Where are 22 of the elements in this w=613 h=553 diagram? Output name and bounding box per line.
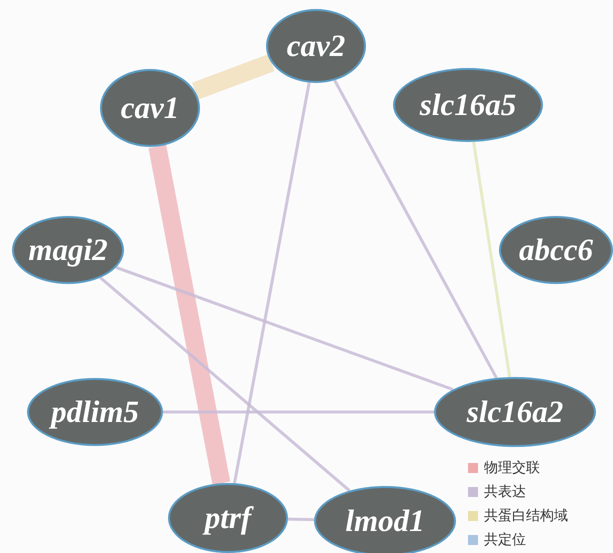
gene-label: cav2 [286, 28, 346, 64]
connector-line [288, 518, 314, 522]
connector-line [116, 266, 454, 391]
legend-label: 共定位 [484, 531, 526, 549]
gene-label: pdlim5 [51, 394, 139, 430]
gene-label: slc16a2 [466, 394, 564, 430]
connector-line [99, 276, 350, 492]
connector-line [148, 144, 230, 485]
connector-line [163, 410, 434, 414]
gene-label: ptrf [204, 500, 252, 536]
connector-line [233, 82, 311, 484]
legend-label: 共蛋白结构域 [484, 507, 568, 525]
connector-line [472, 142, 512, 378]
gene-label: cav1 [120, 90, 180, 126]
connector-line [333, 80, 498, 379]
gene-label: slc16a5 [420, 87, 516, 123]
gene-label: abcc6 [518, 232, 594, 268]
gene-label: magi2 [28, 232, 108, 268]
legend-label: 物理交联 [484, 459, 540, 477]
connector-line [192, 54, 275, 100]
legend-label: 共表达 [484, 483, 526, 501]
gene-label: lmod1 [345, 503, 425, 539]
